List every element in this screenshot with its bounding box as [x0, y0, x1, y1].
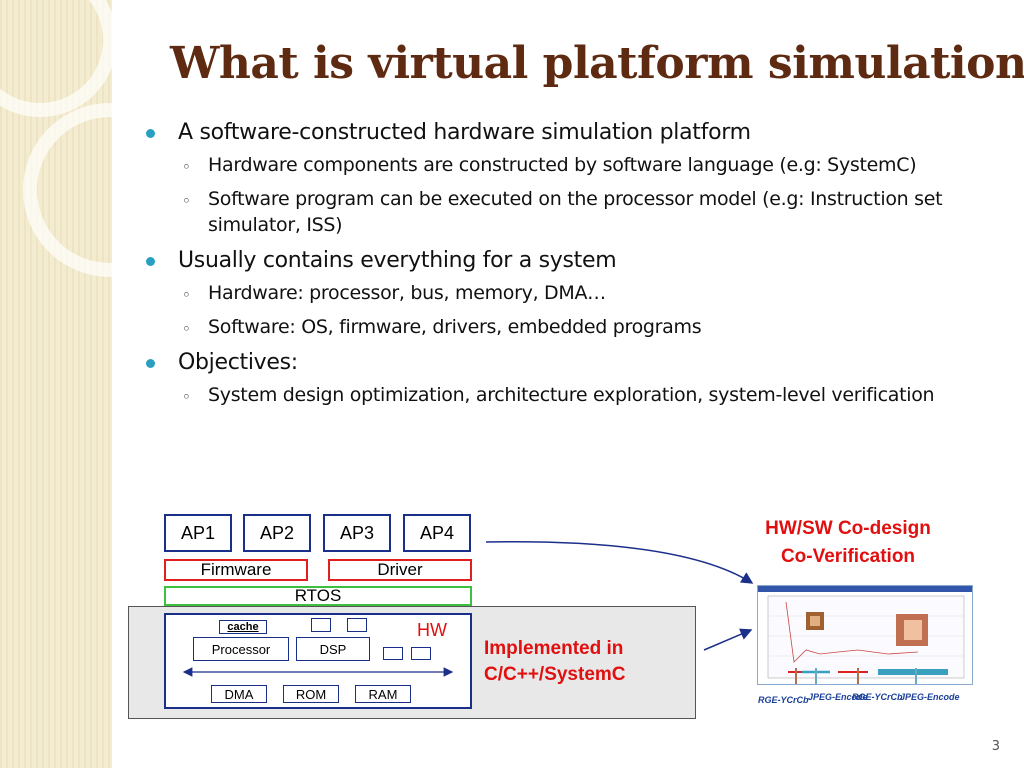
codesign-label: HW/SW Co-design Co-Verification: [765, 518, 931, 567]
implemented-arrow: [703, 628, 753, 651]
bullet-item: A software-constructed hardware simulati…: [140, 118, 1000, 148]
bullet-list: A software-constructed hardware simulati…: [140, 118, 1000, 416]
decorative-left-strip: [0, 0, 197, 768]
sub-bullet-item: ◦Software: OS, firmware, drivers, embedd…: [140, 314, 1000, 340]
sub-bullet-item: ◦System design optimization, architectur…: [140, 382, 1000, 408]
hw-label: HW: [417, 620, 447, 640]
screenshot-titlebar: [758, 586, 972, 592]
firmware-bar: Firmware: [164, 559, 308, 581]
small-block: [383, 647, 403, 660]
dma-box: DMA: [211, 685, 267, 703]
bullet-dot-icon: [146, 257, 155, 266]
cache-box: cache: [219, 620, 267, 634]
app-box-ap4: AP4: [403, 514, 471, 552]
small-block: [411, 647, 431, 660]
ring-bullet-icon: ◦: [182, 320, 191, 338]
screenshot-label-2: JPEG-Encode: [808, 692, 868, 702]
ram-box: RAM: [355, 685, 411, 703]
simulation-screenshot: [757, 585, 973, 687]
implemented-label: Implemented in C/C++/SystemC: [484, 638, 626, 685]
page-number: 3: [991, 739, 1000, 754]
bullet-dot-icon: [146, 359, 155, 368]
bullet-item: Usually contains everything for a system: [140, 246, 1000, 276]
app-box-ap1: AP1: [164, 514, 232, 552]
sub-bullet-item: ◦Software program can be executed on the…: [182, 188, 943, 236]
slide-title: What is virtual platform simulation: [170, 38, 1024, 89]
screenshot-label-3: RGE-YCrCb: [852, 692, 903, 702]
bullet-dot-icon: [146, 129, 155, 138]
driver-bar: Driver: [328, 559, 472, 581]
rom-box: ROM: [283, 685, 339, 703]
screenshot-label-4: JPEG-Encode: [900, 692, 960, 702]
bullet-item: Objectives:: [140, 348, 1000, 378]
codesign-arrow: [485, 541, 754, 584]
processor-box: Processor: [193, 637, 289, 661]
ring-bullet-icon: ◦: [182, 158, 191, 176]
sub-bullet-item: ◦Hardware: processor, bus, memory, DMA…: [140, 280, 1000, 306]
small-block: [311, 618, 331, 632]
rtos-bar: RTOS: [164, 586, 472, 606]
ring-bullet-icon: ◦: [182, 286, 191, 304]
small-block: [347, 618, 367, 632]
dsp-box: DSP: [296, 637, 370, 661]
app-box-ap3: AP3: [323, 514, 391, 552]
sub-bullet-item: ◦Hardware components are constructed by …: [140, 152, 1000, 178]
ring-bullet-icon: ◦: [182, 388, 191, 406]
app-box-ap2: AP2: [243, 514, 311, 552]
screenshot-label-1: RGE-YCrCb: [758, 695, 809, 705]
ring-bullet-icon: ◦: [182, 192, 191, 210]
screenshot-plot: [767, 595, 965, 687]
